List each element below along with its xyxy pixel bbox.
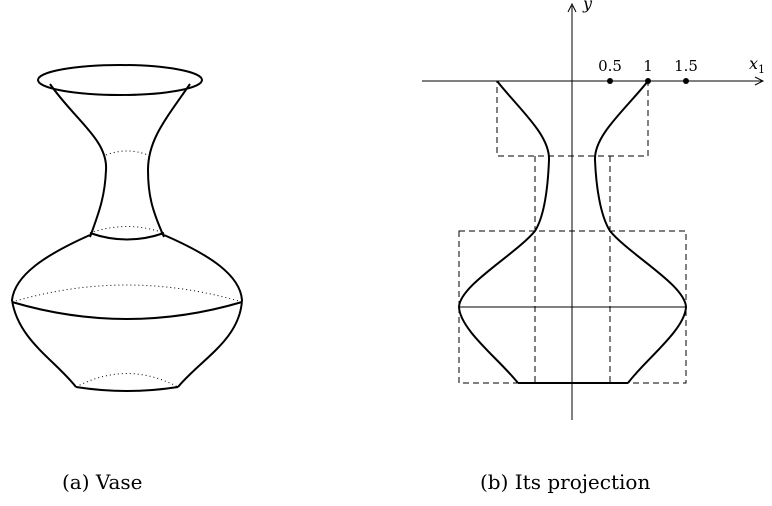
- vase-neck-right: [146, 83, 191, 238]
- projection-diagram: y x1 0.5 1 1.5: [422, 0, 765, 420]
- tick-label-1.5: 1.5: [674, 57, 698, 75]
- vase-ring-hidden: [89, 226, 165, 234]
- x-axis-arrow: [754, 76, 765, 86]
- vase-profile: [457, 80, 688, 384]
- profile-left: [457, 80, 551, 384]
- vase-body-left: [10, 234, 91, 388]
- vase-neck-hidden-ellipse: [105, 150, 149, 156]
- construction-boxes: [458, 80, 687, 384]
- vase-belly-hidden: [11, 284, 243, 303]
- y-axis-arrow: [567, 2, 577, 13]
- y-axis-label: y: [582, 0, 593, 13]
- body-box-upper: [458, 230, 687, 308]
- vase-base-hidden: [75, 373, 179, 388]
- x-axis-label: x1: [749, 54, 765, 76]
- vase-drawing: [10, 64, 244, 392]
- tick-label-1: 1: [643, 57, 653, 75]
- profile-right: [593, 80, 688, 384]
- vase-rim: [37, 64, 203, 96]
- vase-base: [75, 386, 179, 392]
- body-box-lower: [458, 306, 687, 384]
- vase-ring: [89, 232, 165, 241]
- tick-label-0.5: 0.5: [598, 57, 622, 75]
- vase-belly: [11, 301, 243, 320]
- vase-neck-left: [49, 83, 108, 238]
- vase-body-right: [163, 234, 244, 388]
- neck-box: [496, 80, 649, 157]
- tick-point-1.5: [683, 78, 689, 84]
- caption-vase: (a) Vase: [62, 470, 143, 494]
- caption-projection: (b) Its projection: [480, 470, 651, 494]
